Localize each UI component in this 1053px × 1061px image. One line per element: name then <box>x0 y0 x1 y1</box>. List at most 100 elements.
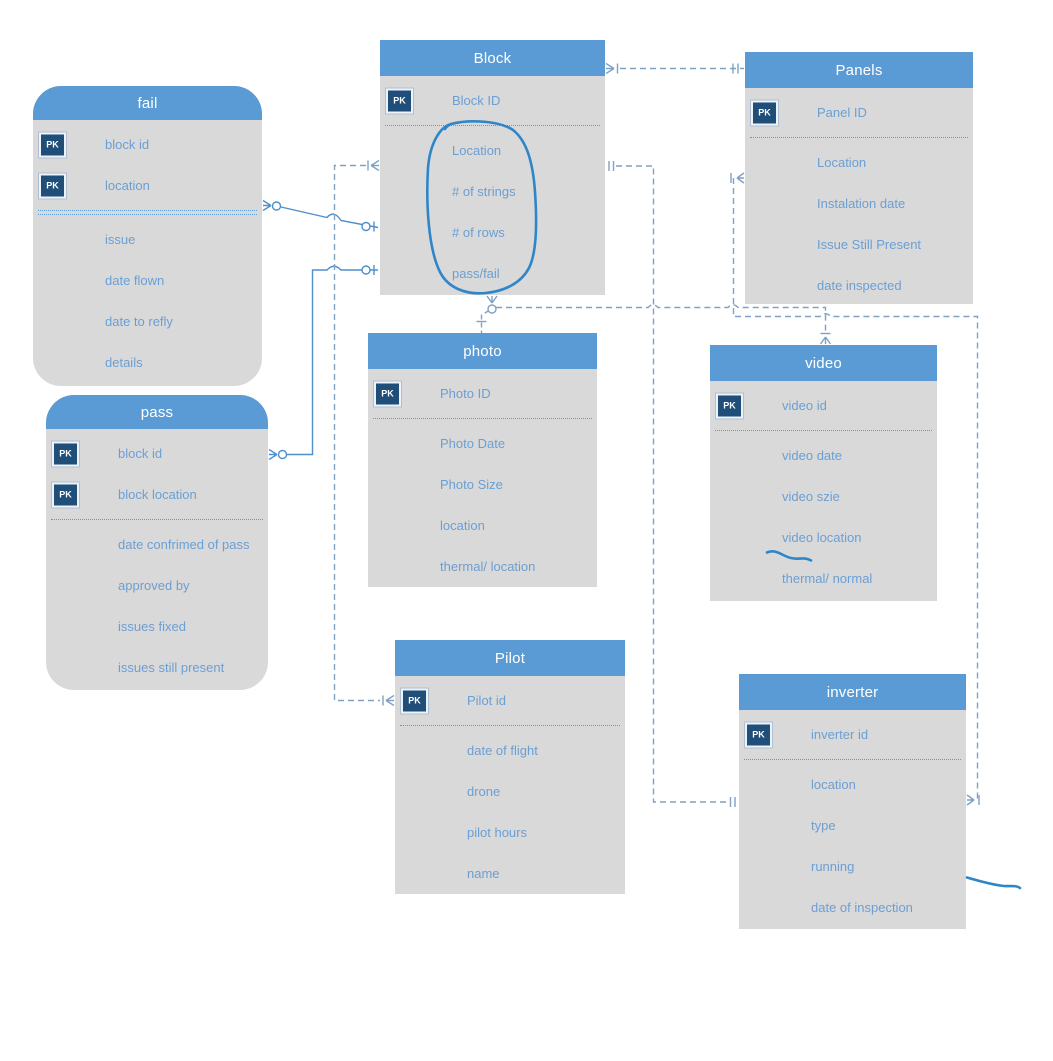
field-label: date confrimed of pass <box>118 537 250 552</box>
pk-badge: PK <box>386 88 413 113</box>
entity-video-title: video <box>710 345 937 381</box>
field-label: drone <box>467 784 501 799</box>
field-row: pilot hours <box>395 812 625 853</box>
pk-badge: PK <box>751 100 778 125</box>
pk-badge: PK <box>716 393 743 418</box>
field-label: block location <box>118 487 197 502</box>
field-row: location <box>739 764 966 805</box>
field-row: date confrimed of pass <box>46 524 268 565</box>
zero-circle-icon <box>277 449 288 460</box>
entity-photo-title: photo <box>368 333 597 369</box>
field-row: date of flight <box>395 730 625 771</box>
crow-foot-icon <box>966 794 975 806</box>
field-divider <box>750 137 968 138</box>
zero-circle-icon <box>361 265 371 275</box>
field-label: Photo Size <box>440 477 503 492</box>
field-row: video location <box>710 517 937 558</box>
field-label: # of strings <box>452 184 516 199</box>
zero-circle-icon <box>271 201 282 211</box>
zero-circle-icon <box>361 221 371 232</box>
field-label: details <box>105 355 143 370</box>
field-row: name <box>395 853 625 894</box>
field-label: issues fixed <box>118 619 186 634</box>
field-row: drone <box>395 771 625 812</box>
entity-panels-title: Panels <box>745 52 973 88</box>
field-label: block id <box>118 446 163 461</box>
crow-foot-icon <box>268 448 278 461</box>
field-label: thermal/ location <box>440 559 536 574</box>
field-label: Issue Still Present <box>817 237 922 252</box>
crow-foot-icon <box>605 62 615 75</box>
pk-badge: PK <box>52 441 79 466</box>
pk-badge: PK <box>374 381 401 406</box>
field-divider <box>715 430 932 431</box>
field-row: Photo Date <box>368 423 597 464</box>
field-label: location <box>105 178 150 193</box>
field-row: PK block location <box>46 474 268 515</box>
field-label: thermal/ normal <box>782 571 873 586</box>
field-label: Pilot id <box>467 693 507 708</box>
crow-foot-icon <box>819 336 832 345</box>
pk-badge: PK <box>39 132 66 157</box>
entity-photo[interactable]: photo PK Photo ID Photo Date Photo Size l… <box>368 333 597 587</box>
connector-pass-block <box>268 265 378 461</box>
field-label: video szie <box>782 489 840 504</box>
field-row: issues still present <box>46 647 268 688</box>
entity-pilot-title: Pilot <box>395 640 625 676</box>
field-row: video date <box>710 435 937 476</box>
field-label: name <box>467 866 500 881</box>
field-divider <box>385 125 600 126</box>
field-label: Location <box>452 143 502 158</box>
field-row: running <box>739 846 966 887</box>
entity-block[interactable]: Block PK Block ID Location # of strings #… <box>380 40 605 295</box>
field-row: # of rows <box>380 212 605 253</box>
entity-pass-title: pass <box>46 395 268 429</box>
field-row: date of inspection <box>739 887 966 928</box>
double-bar-icon <box>608 161 615 171</box>
field-row: PK Block ID <box>380 80 605 121</box>
field-label: video date <box>782 448 842 463</box>
field-row: PK Pilot id <box>395 680 625 721</box>
entity-pilot[interactable]: Pilot PK Pilot id date of flight drone pi… <box>395 640 625 894</box>
field-label: date of inspection <box>811 900 913 915</box>
entity-pass[interactable]: pass PK block id PK block location date co… <box>46 395 268 690</box>
field-label: block id <box>105 137 150 152</box>
field-divider <box>51 519 263 520</box>
field-label: Block ID <box>452 93 501 108</box>
field-label: running <box>811 859 855 874</box>
field-label: approved by <box>118 578 190 593</box>
pk-badge: PK <box>401 688 428 713</box>
field-label: date of flight <box>467 743 538 758</box>
field-label: location <box>440 518 485 533</box>
field-row: PK Photo ID <box>368 373 597 414</box>
field-row: Photo Size <box>368 464 597 505</box>
field-row: # of strings <box>380 171 605 212</box>
connector-fail-block <box>262 199 379 232</box>
field-label: Photo ID <box>440 386 491 401</box>
field-row: issues fixed <box>46 606 268 647</box>
pk-badge: PK <box>52 482 79 507</box>
field-label: date inspected <box>817 278 902 293</box>
zero-circle-icon <box>487 304 497 314</box>
entity-fail-title: fail <box>33 86 262 120</box>
entity-inverter-title: inverter <box>739 674 966 710</box>
field-label: date to refly <box>105 314 173 329</box>
pk-badge: PK <box>745 722 772 747</box>
field-label: date flown <box>105 273 165 288</box>
field-divider <box>38 210 257 215</box>
field-row: date to refly <box>33 301 262 342</box>
entity-block-title: Block <box>380 40 605 76</box>
field-row: thermal/ normal <box>710 558 937 599</box>
field-row: video szie <box>710 476 937 517</box>
field-row: location <box>368 505 597 546</box>
field-divider <box>373 418 592 419</box>
field-label: Photo Date <box>440 436 506 451</box>
